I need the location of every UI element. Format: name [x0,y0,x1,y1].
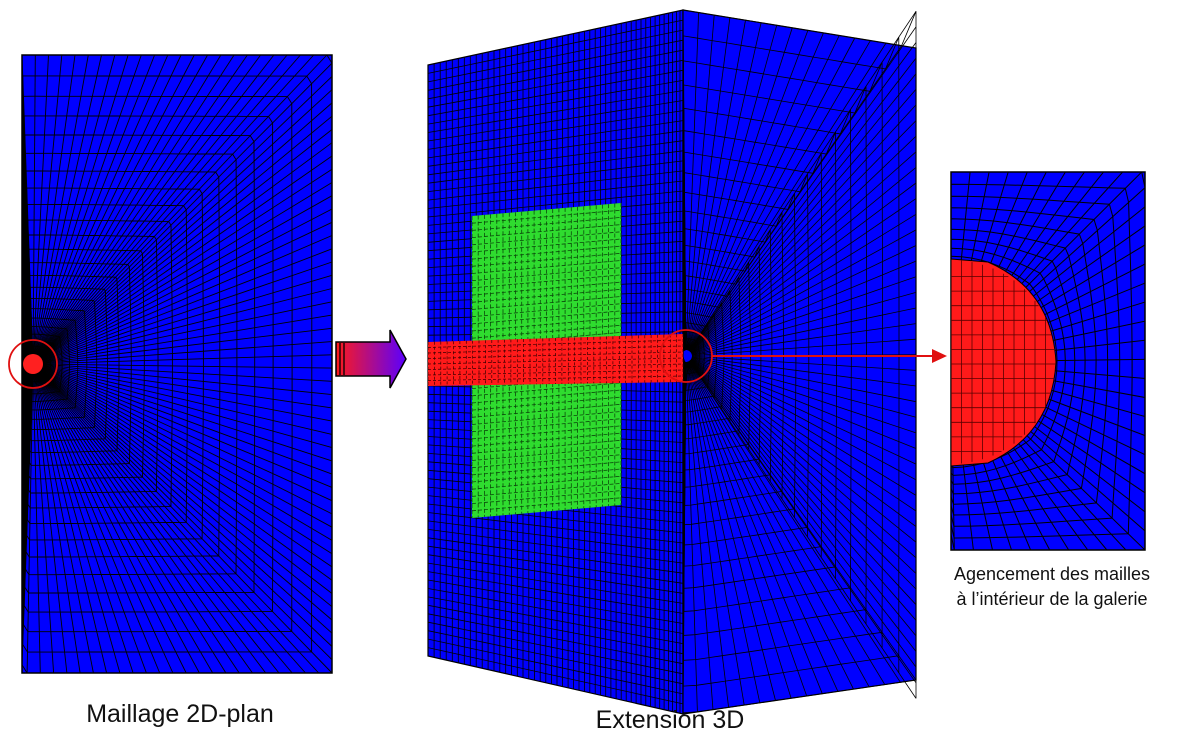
transition-arrow-icon [335,329,407,389]
caption-detail-line1: Agencement des mailles [953,564,1151,584]
mesh-3d-panel [427,9,947,715]
caption-mesh-2d: Maillage 2D-plan [86,700,274,728]
mesh-2d-panel [8,54,333,674]
detail-panel [950,171,1146,551]
caption-extension-3d: Extension 3D [595,706,745,734]
caption-detail: Agencement des mailles à l’intérieur de … [920,562,1184,612]
gallery-2d [23,354,43,374]
caption-detail-line2: à l’intérieur de la galerie [956,589,1148,609]
mesh-2d-grid [21,54,333,674]
pointer-arrow-icon [712,349,947,363]
highlight-circle-icon [8,339,58,389]
gallery-3d [427,334,684,386]
